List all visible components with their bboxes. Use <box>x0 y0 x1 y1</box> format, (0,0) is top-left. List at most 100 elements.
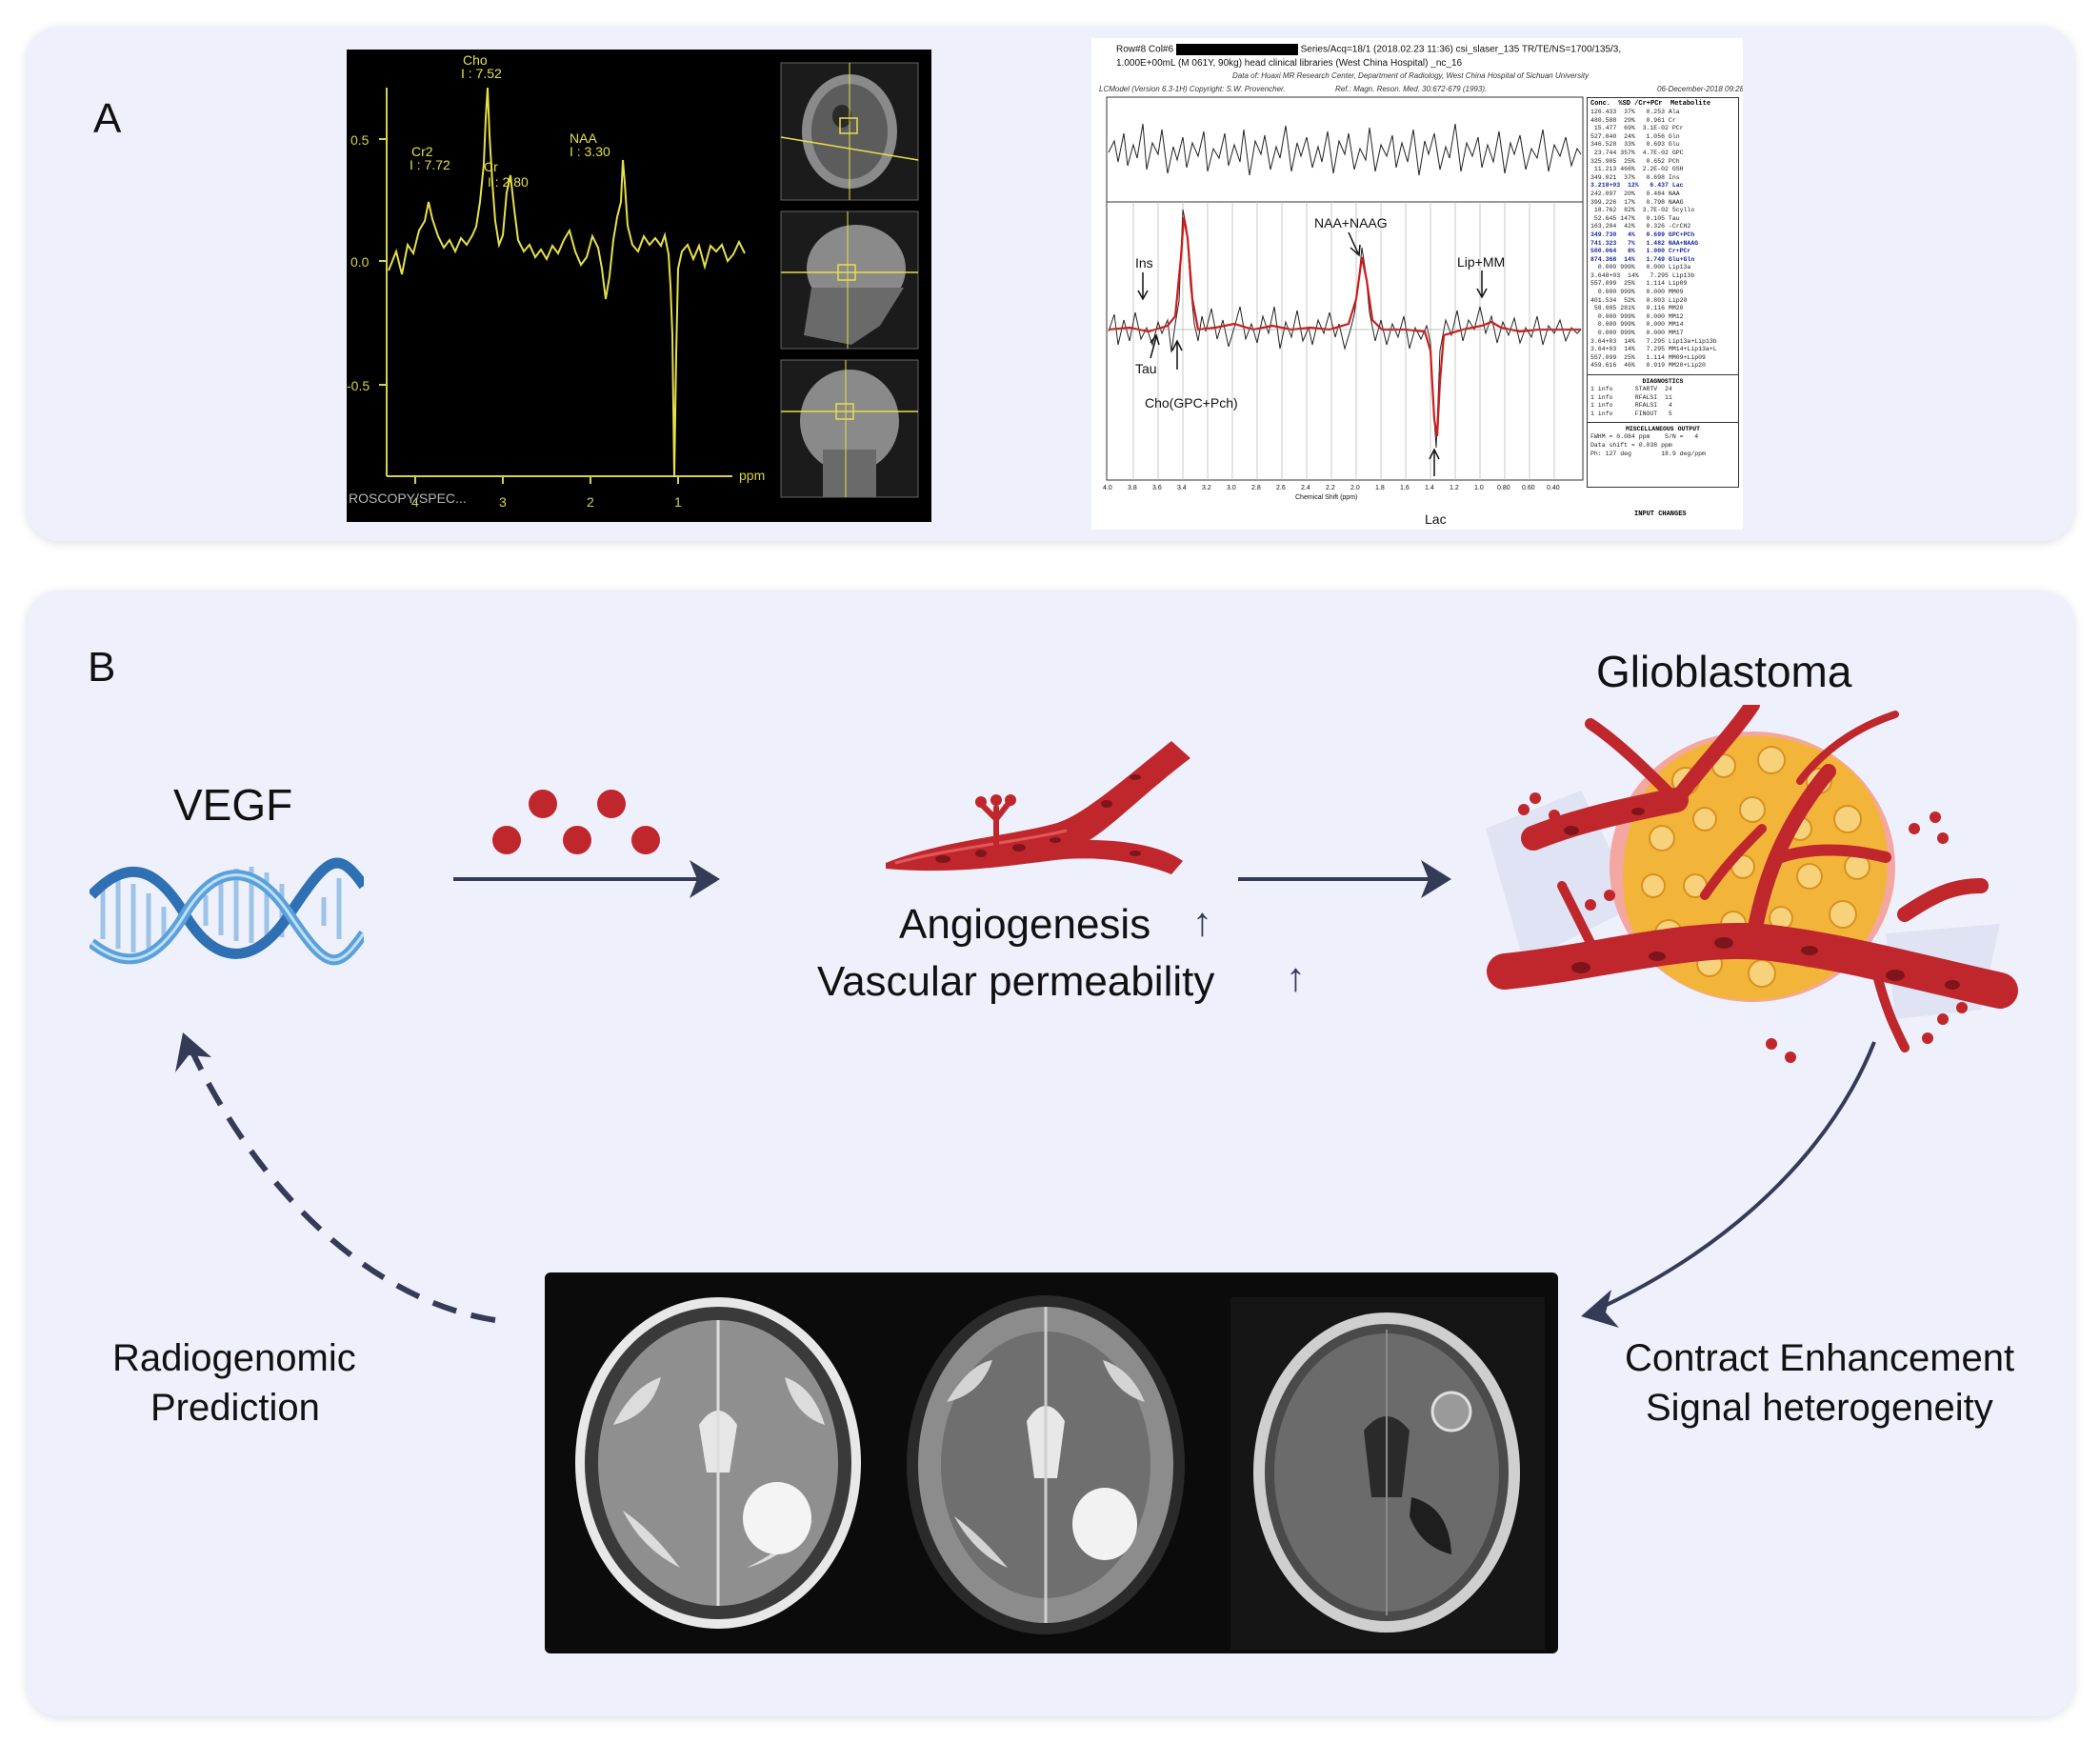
lcmodel-date: 06-December-2018 09:28 <box>1657 85 1743 93</box>
permeability-up-arrow: ↑ <box>1286 954 1306 999</box>
misc-title: MISCELLANEOUS OUTPUT <box>1625 426 1700 433</box>
glioblastoma-tumor-illustration <box>1486 705 2018 1063</box>
lcmodel-header-row: Row#8 Col#6 <box>1116 44 1174 55</box>
peak-label-cho: Cho <box>463 52 488 68</box>
annotation-naa: NAA+NAAG <box>1314 215 1388 230</box>
angiogenesis-text: Angiogenesis <box>899 901 1151 948</box>
table-row: 15.477 69% 3.1E-02 PCr <box>1590 125 1684 132</box>
x-tick-label: 3.8 <box>1128 485 1137 491</box>
x-axis-label: Chemical Shift (ppm) <box>1295 494 1357 501</box>
x-axis-unit: ppm <box>739 468 765 483</box>
spectrum-footer: ROSCOPY/SPEC... <box>349 491 467 506</box>
table-row: 1 info RFALSI 11 <box>1590 393 1672 401</box>
table-row: 557.099 25% 1.114 MM09+Lip09 <box>1590 353 1706 361</box>
localizer-axial <box>780 62 919 201</box>
annotation-lip: Lip+MM <box>1457 254 1505 270</box>
lcmodel-header-line2: 1.000E+00mL (M 061Y, 90kg) head clinical… <box>1116 58 1463 69</box>
table-row: 0.000 999% 0.000 MM12 <box>1590 312 1684 320</box>
x-tick-label: 2.6 <box>1276 485 1286 491</box>
localizer-sagittal <box>780 210 919 350</box>
arrow-tumor-to-mri <box>1581 1041 1876 1328</box>
x-tick-label: 2.0 <box>1350 485 1360 491</box>
angiogenesis-up-arrow: ↑ <box>1192 899 1212 944</box>
table-row: 480.588 29% 0.961 Cr <box>1590 116 1676 124</box>
table-row: FWHM = 0.084 ppm S/N = 4 <box>1590 433 1699 441</box>
annotation-cho: Cho(GPC+Pch) <box>1145 395 1238 411</box>
peak-label-cr: Cr <box>484 159 498 174</box>
table-row: 874.368 14% 1.749 Glu+Gln <box>1590 255 1695 263</box>
x-tick-label: 1.2 <box>1450 485 1459 491</box>
x-tick-label: 1 <box>674 494 682 510</box>
x-tick-label: 3.0 <box>1227 485 1236 491</box>
peak-value-cr2: I : 7.72 <box>410 157 450 172</box>
table-row: 741.323 7% 1.482 NAA+NAAG <box>1590 239 1699 247</box>
peak-value-cho: I : 7.52 <box>461 66 502 81</box>
x-tick-label: 0.80 <box>1497 485 1510 491</box>
x-tick-label: 1.8 <box>1375 485 1385 491</box>
mri-image-strip <box>545 1272 1558 1653</box>
lcmodel-spectrum-plot: Ins Tau Cho(GPC+Pch) NAA+NAAG Lip+MM Lac… <box>1103 96 1584 527</box>
annotation-tau: Tau <box>1135 361 1157 376</box>
prediction-label: Prediction <box>150 1387 320 1429</box>
dna-helix-icon <box>90 857 364 966</box>
panel-b-label: B <box>88 644 116 691</box>
x-tick-label: 3 <box>499 494 507 510</box>
table-row: 0.000 999% 0.000 MM14 <box>1590 321 1684 329</box>
signal-heterogeneity-label: Signal heterogeneity <box>1646 1387 1993 1429</box>
peak-value-cr: I : 2.80 <box>488 174 529 190</box>
arrow-vegf-to-vessel <box>453 860 720 898</box>
table-row: Data shift = 0.038 ppm <box>1590 441 1672 449</box>
table-row: 3.64+03 14% 7.295 Lip13a+Lip13b <box>1590 337 1717 345</box>
localizer-coronal <box>780 359 919 498</box>
mri-t2-image <box>575 1297 861 1629</box>
diagnostics-title: DIAGNOSTICS <box>1642 378 1684 385</box>
table-row: 401.534 52% 0.803 Lip20 <box>1590 296 1688 304</box>
arrow-vessel-to-tumor <box>1238 860 1451 898</box>
angiogenesis-label: Angiogenesis <box>899 901 1150 949</box>
table-row: 399.226 17% 0.798 NAAG <box>1590 198 1684 206</box>
table-row: 3.648+03 14% 7.295 Lip13b <box>1590 271 1695 279</box>
x-tick-label: 2.4 <box>1301 485 1310 491</box>
table-row: 346.528 33% 0.693 Glu <box>1590 141 1680 149</box>
mr-spectrum-plot: 0.5 0.0 -0.5 4 3 2 1 ppm ROSCOPY/SPEC...… <box>347 50 931 522</box>
table-row: 0.000 999% 0.000 MM17 <box>1590 330 1684 337</box>
table-row: Ph: 127 deg 18.9 deg/ppm <box>1590 450 1706 457</box>
table-row: 349.021 37% 0.698 Ins <box>1590 173 1680 181</box>
table-row: 163.204 42% 0.326 -CrCH2 <box>1590 223 1691 230</box>
radiogenomic-label: Radiogenomic <box>112 1337 356 1379</box>
peak-label-cr2: Cr2 <box>411 144 433 159</box>
x-tick-label: 3.4 <box>1177 485 1187 491</box>
table-row: 18.762 82% 3.7E-02 Scyllo <box>1590 207 1695 214</box>
arrow-radiogenomic-prediction <box>175 1032 496 1323</box>
table-row: 52.645 147% 0.105 Tau <box>1590 214 1680 222</box>
fit-trace <box>1108 216 1581 437</box>
vegf-label: VEGF <box>173 780 293 830</box>
lcmodel-header-series: Series/Acq=18/1 (2018.02.23 11:36) csi_s… <box>1300 44 1622 55</box>
table-row: 23.744 357% 4.7E-02 GPC <box>1590 149 1684 156</box>
spectrum-trace <box>388 87 746 477</box>
table-row: 500.064 8% 1.000 Cr+PCr <box>1590 248 1691 255</box>
x-tick-label: 3.2 <box>1202 485 1211 491</box>
lcmodel-output: Row#8 Col#6 Series/Acq=18/1 (2018.02.23 … <box>1091 38 1743 530</box>
x-tick-label: 2.2 <box>1326 485 1335 491</box>
y-tick-label: 0.0 <box>350 254 370 270</box>
table-row: 325.985 25% 0.652 PCh <box>1590 157 1680 165</box>
x-tick-label: 2.8 <box>1251 485 1261 491</box>
table-row: 459.616 46% 0.919 MM20+Lip20 <box>1590 362 1706 370</box>
annotation-ins: Ins <box>1135 255 1153 270</box>
permeability-label: Vascular permeability <box>817 958 1215 1005</box>
table-row: 0.000 999% 0.000 MM09 <box>1590 289 1684 296</box>
table-row: 1 info RFALSI 4 <box>1590 402 1672 410</box>
lcmodel-copyright: LCModel (Version 6.3-1H) Copyright: S.W.… <box>1099 85 1286 93</box>
panel-a <box>27 27 2074 541</box>
table-row: 3.218+03 12% 6.437 Lac <box>1590 182 1684 190</box>
mri-adc-image <box>907 1295 1185 1634</box>
table-row: 527.840 24% 1.056 Gln <box>1590 132 1680 140</box>
table-row: 3.64+03 14% 7.295 MM14+Lip13a+L <box>1590 346 1717 353</box>
x-tick-label: 4.0 <box>1103 485 1112 491</box>
table-row: 1 info FINOUT 5 <box>1590 410 1672 417</box>
glioblastoma-label: Glioblastoma <box>1596 647 1852 696</box>
